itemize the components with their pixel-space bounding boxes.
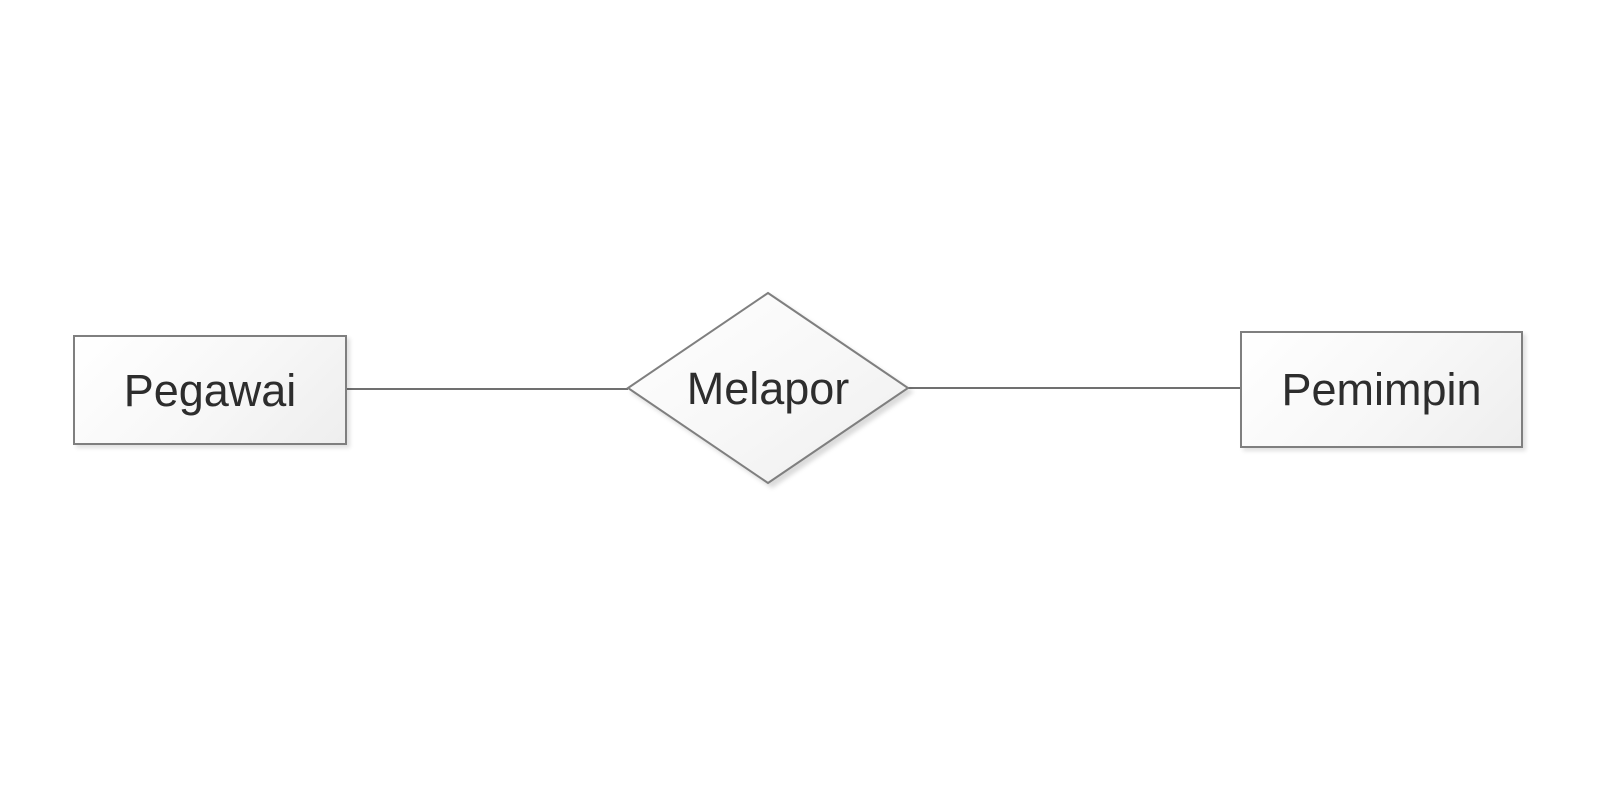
- entity-label-pegawai: Pegawai: [123, 364, 297, 416]
- entity-label-pemimpin: Pemimpin: [1281, 364, 1482, 415]
- entity-box-pemimpin: Pemimpin: [1240, 331, 1523, 448]
- entity-box-pegawai: Pegawai: [73, 335, 347, 445]
- relationship-diamond-melapor: [626, 291, 910, 485]
